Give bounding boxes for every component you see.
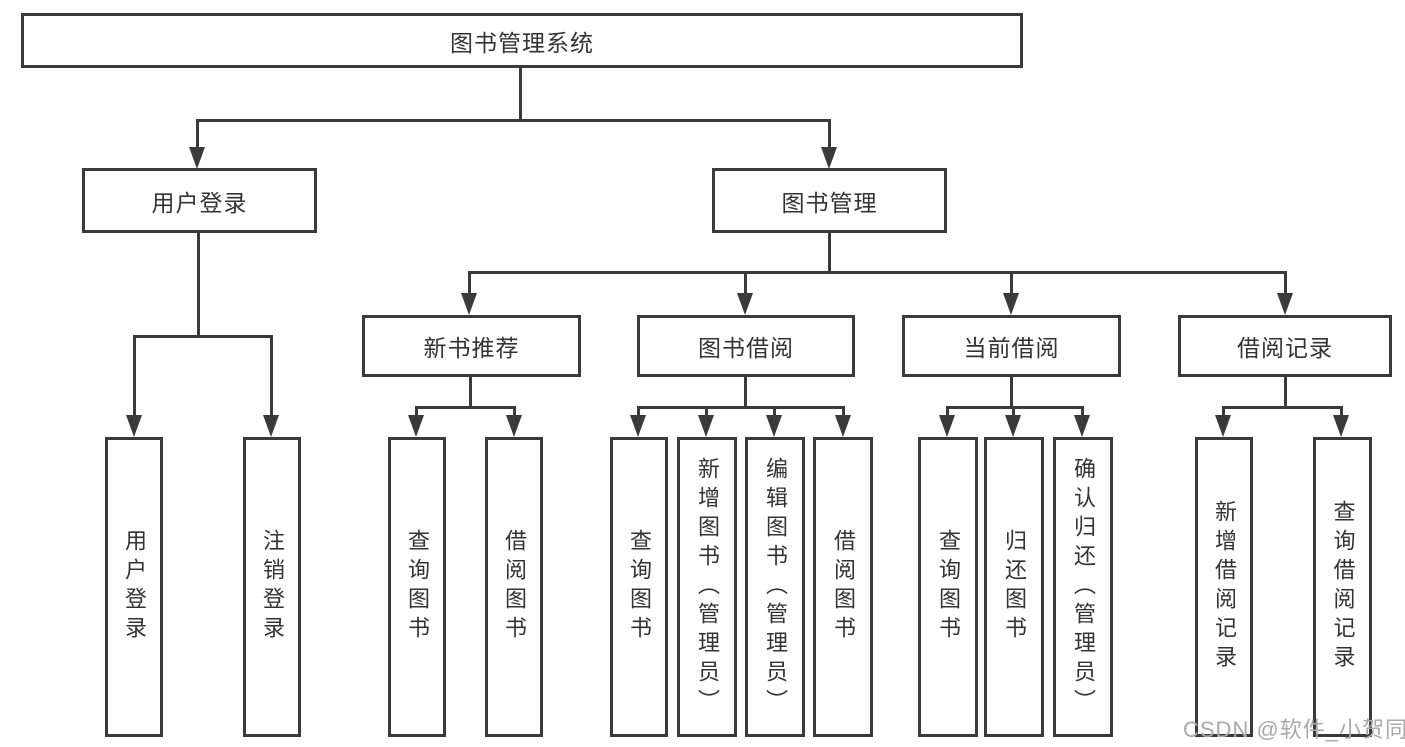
connector-rail xyxy=(946,406,1084,409)
leaf-borrow-books-recommend: 借阅图书 xyxy=(485,437,543,737)
arrow-down-icon xyxy=(408,415,424,437)
leaf-query-books-recommend: 查询图书 xyxy=(388,437,446,737)
csdn-watermark: CSDN @软件_小贺同学 xyxy=(1183,717,1405,742)
leaf-query-books-borrowing: 查询图书 xyxy=(610,437,668,737)
connector-user-login-drop xyxy=(196,119,199,149)
arrow-down-icon xyxy=(939,415,955,437)
connector-drop xyxy=(1340,406,1343,417)
connector-level3-rail xyxy=(468,271,1287,274)
node-user-login: 用户登录 xyxy=(82,168,317,233)
node-label: 查询借阅记录 xyxy=(1330,500,1356,674)
node-label: 图书管理系统 xyxy=(450,29,594,56)
connector-rail xyxy=(415,406,516,409)
node-label: 新增借阅记录 xyxy=(1212,500,1237,674)
leaf-add-books-admin: 新增图书（管理员） xyxy=(677,437,737,737)
node-book-borrowing: 图书借阅 xyxy=(637,315,855,377)
node-label: 用户登录 xyxy=(122,529,147,645)
connector-stem xyxy=(1010,375,1013,409)
connector-rail xyxy=(637,406,845,409)
node-label: 图书管理 xyxy=(781,189,878,216)
connector-drop xyxy=(842,406,845,417)
node-label: 新书推荐 xyxy=(423,335,520,361)
node-label: 归还图书 xyxy=(1002,529,1027,645)
node-current-borrowing: 当前借阅 xyxy=(902,315,1121,377)
connector-drop xyxy=(513,406,516,417)
connector-drop xyxy=(1012,406,1015,417)
leaf-query-borrow-record: 查询借阅记录 xyxy=(1313,437,1372,737)
connector-drop xyxy=(773,406,776,417)
connector-drop xyxy=(1081,406,1084,417)
arrow-down-icon xyxy=(1215,415,1231,437)
node-label: 借阅图书 xyxy=(502,529,527,645)
node-label: 新增图书（管理员） xyxy=(695,456,720,718)
leaf-return-books: 归还图书 xyxy=(984,437,1044,737)
node-label: 图书借阅 xyxy=(698,335,794,361)
connector-root-stem xyxy=(519,66,522,121)
connector-book-mgmt-stem xyxy=(828,231,831,273)
arrow-down-icon xyxy=(766,415,782,437)
connector-drop xyxy=(705,406,708,417)
connector-stem xyxy=(744,375,747,409)
node-label: 注销登录 xyxy=(260,529,285,645)
node-new-book-recommendation: 新书推荐 xyxy=(362,315,581,377)
node-label: 当前借阅 xyxy=(963,335,1060,361)
arrow-down-icon xyxy=(1003,293,1019,315)
arrow-down-icon xyxy=(737,293,753,315)
node-library-management-system: 图书管理系统 xyxy=(21,13,1023,68)
leaf-query-books-current: 查询图书 xyxy=(918,437,978,737)
node-borrowing-records: 借阅记录 xyxy=(1178,315,1392,377)
connector-user-login-rail xyxy=(133,335,273,338)
connector-book-mgmt-drop xyxy=(828,119,831,149)
connector-drop xyxy=(1284,271,1287,295)
arrow-down-icon xyxy=(461,293,477,315)
arrow-down-icon xyxy=(1333,415,1349,437)
arrow-down-icon xyxy=(835,415,851,437)
node-label: 借阅图书 xyxy=(831,529,856,645)
connector-drop xyxy=(637,406,640,417)
arrow-down-icon xyxy=(263,415,279,437)
arrow-down-icon xyxy=(821,147,837,169)
node-label: 编辑图书（管理员） xyxy=(763,456,788,718)
connector-stem xyxy=(1284,375,1287,409)
connector-stem xyxy=(469,375,472,409)
leaf-borrow-books: 借阅图书 xyxy=(813,437,873,737)
node-label: 查询图书 xyxy=(936,529,961,645)
connector-drop xyxy=(1222,406,1225,417)
arrow-down-icon xyxy=(189,147,205,169)
arrow-down-icon xyxy=(1277,293,1293,315)
connector-user-login-stem xyxy=(197,231,200,337)
arrow-down-icon xyxy=(1074,415,1090,437)
node-label: 用户登录 xyxy=(151,189,248,216)
connector-drop xyxy=(415,406,418,417)
node-label: 查询图书 xyxy=(405,529,430,645)
connector-drop xyxy=(1010,271,1013,295)
leaf-edit-books-admin: 编辑图书（管理员） xyxy=(745,437,805,737)
node-label: 查询图书 xyxy=(627,529,652,645)
connector-level2-rail xyxy=(196,119,831,122)
node-label: 借阅记录 xyxy=(1237,335,1333,361)
connector-drop xyxy=(946,406,949,417)
node-book-management: 图书管理 xyxy=(712,168,947,233)
leaf-user-login: 用户登录 xyxy=(105,437,163,737)
leaf-confirm-return-admin: 确认归还（管理员） xyxy=(1053,437,1113,737)
arrow-down-icon xyxy=(630,415,646,437)
connector-drop xyxy=(744,271,747,295)
arrow-down-icon xyxy=(126,415,142,437)
connector-drop xyxy=(270,335,273,417)
leaf-logout: 注销登录 xyxy=(243,437,301,737)
leaf-add-borrow-record: 新增借阅记录 xyxy=(1195,437,1253,737)
connector-drop xyxy=(133,335,136,417)
node-label: 确认归还（管理员） xyxy=(1071,456,1096,718)
arrow-down-icon xyxy=(506,415,522,437)
arrow-down-icon xyxy=(1005,415,1021,437)
arrow-down-icon xyxy=(698,415,714,437)
connector-drop xyxy=(468,271,471,295)
connector-rail xyxy=(1222,406,1343,409)
